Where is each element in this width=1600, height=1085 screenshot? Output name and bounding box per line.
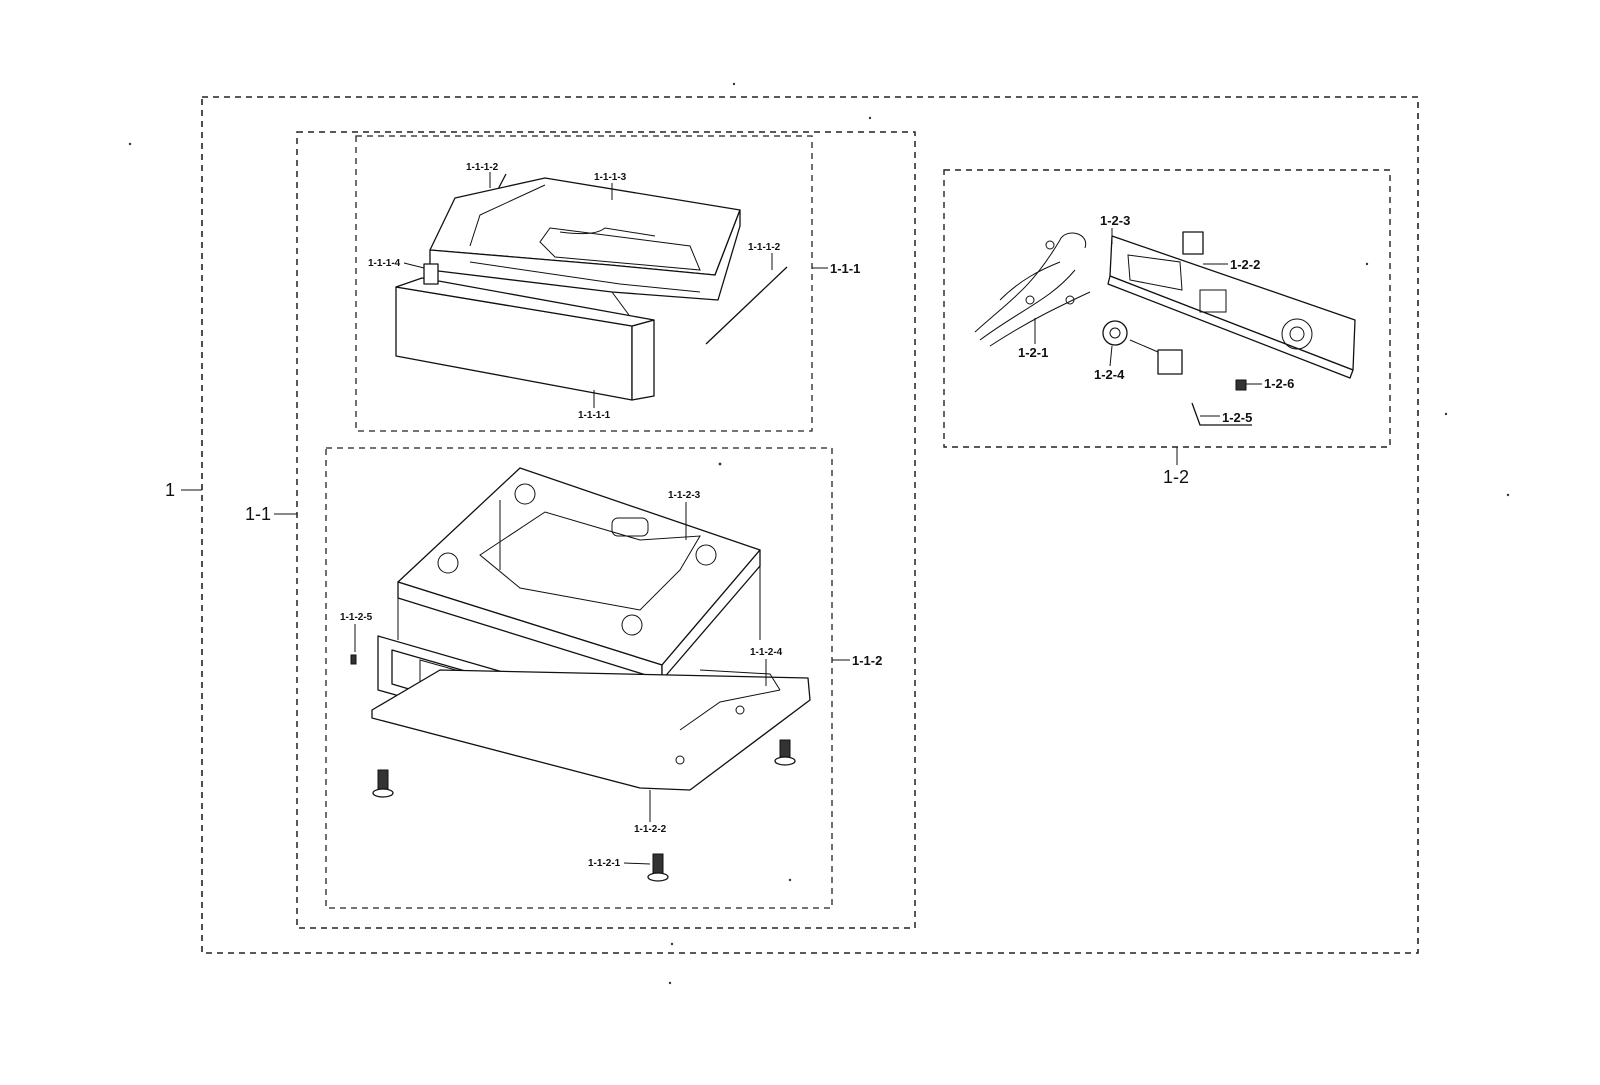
label-1-1-2-4: 1-1-2-4 [750,647,783,658]
speck [1365,262,1369,266]
label-1-1-1-2-left: 1-1-1-2 [466,162,499,173]
group-1-1-2-box [325,447,833,909]
speck [1506,493,1510,497]
label-1-1-2-3: 1-1-2-3 [668,490,701,501]
label-1-2-1: 1-2-1 [1018,345,1048,360]
label-1-1-1-3: 1-1-1-3 [594,172,627,183]
label-1-1-2-2: 1-1-2-2 [634,824,667,835]
label-1-2-6: 1-2-6 [1264,376,1294,391]
label-assembly-1-2: 1-2 [1163,467,1189,487]
group-1-1-1-box [355,135,813,432]
speck [1444,412,1448,416]
speck [868,116,872,120]
label-1-2-4: 1-2-4 [1094,367,1125,382]
label-group-1-1-1: 1-1-1 [830,261,860,276]
label-1-1-1-1: 1-1-1-1 [578,410,611,421]
speck [718,462,722,466]
speck [128,142,132,146]
label-group-1-1-2: 1-1-2 [852,653,882,668]
control-parts-drawing [974,231,1356,426]
label-assembly-1: 1 [165,480,175,500]
label-1-2-3: 1-2-3 [1100,213,1130,228]
drawer-assembly-drawing [395,173,788,401]
speck [668,981,672,985]
assembly-1-box [201,96,1419,954]
label-1-1-2-5: 1-1-2-5 [340,612,373,623]
label-1-1-1-4: 1-1-1-4 [368,258,401,269]
label-assembly-1-1: 1-1 [245,504,271,524]
speck [732,82,736,86]
base-stand-drawing [350,467,811,882]
label-1-1-2-1: 1-1-2-1 [588,858,621,869]
assembly-1-1-box [296,131,916,929]
label-1-2-2: 1-2-2 [1230,257,1260,272]
speck [670,942,674,946]
speck [788,878,792,882]
label-1-1-1-2-right: 1-1-1-2 [748,242,781,253]
label-1-2-5: 1-2-5 [1222,410,1252,425]
assembly-1-2-box [943,169,1391,448]
